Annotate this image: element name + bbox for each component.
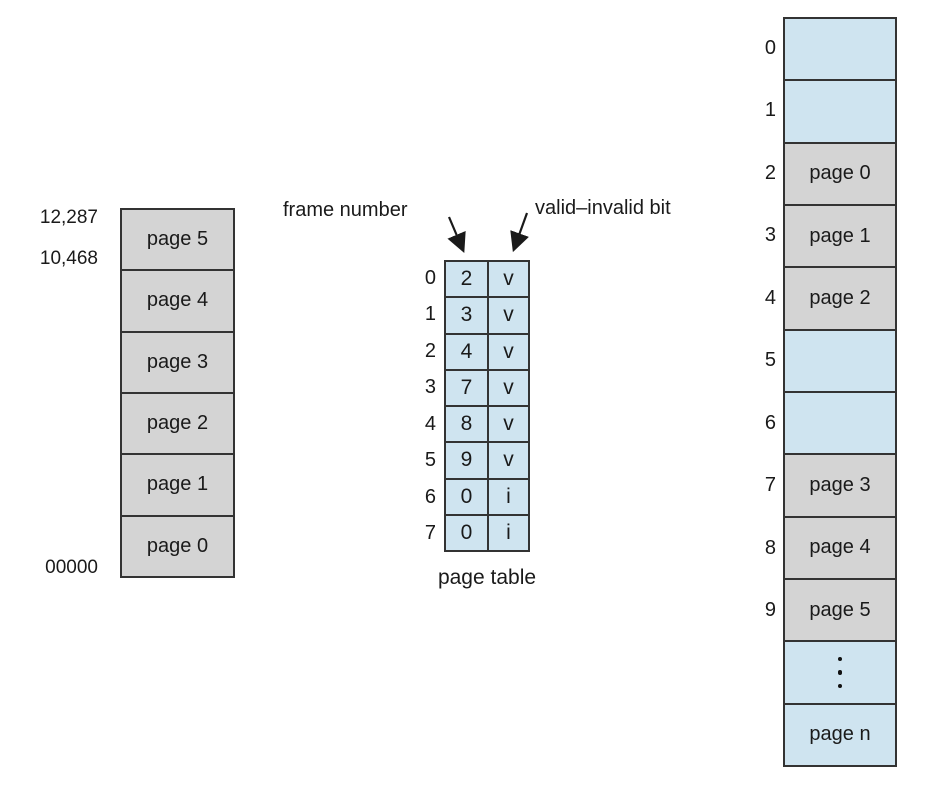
- valid-bit-cell: v: [487, 370, 528, 405]
- physical-frame-cell: page 0: [785, 141, 895, 204]
- page-table-row: 8 v: [446, 405, 528, 442]
- physical-frame-cell: [785, 19, 895, 80]
- physical-memory-column: page 0 page 1 page 2 page 3 page 4 page …: [783, 17, 897, 767]
- valid-invalid-bit-label: valid–invalid bit: [535, 197, 671, 219]
- frame-index: 6: [764, 411, 776, 434]
- page-table-row: 9 v: [446, 441, 528, 478]
- physical-frame-cell: page 4: [785, 515, 895, 578]
- page-table-index: 2: [424, 339, 436, 362]
- logical-page-cell: page 1: [122, 453, 233, 515]
- page-table-row: 3 v: [446, 296, 528, 333]
- logical-memory-column: page 5 page 4 page 3 page 2 page 1 page …: [120, 208, 235, 578]
- logical-page-cell: page 4: [122, 269, 233, 331]
- frame-index: 2: [764, 161, 776, 184]
- valid-bit-cell: i: [487, 479, 528, 514]
- physical-frame-cell: [785, 390, 895, 454]
- physical-frame-cell: [785, 79, 895, 142]
- valid-bit-cell: i: [487, 515, 528, 550]
- frame-number-cell: 4: [460, 339, 473, 363]
- frame-index: 5: [764, 349, 776, 372]
- physical-frame-cell: page 1: [785, 203, 895, 267]
- frame-index: 1: [764, 99, 776, 122]
- frame-index: 0: [764, 36, 776, 59]
- valid-bit-cell: v: [487, 298, 528, 333]
- page-table-index-labels: 0 1 2 3 4 5 6 7: [404, 260, 436, 552]
- physical-frame-cell-ellipsis: [785, 640, 895, 703]
- physical-frame-cell: [785, 328, 895, 391]
- frame-index: 3: [764, 224, 776, 247]
- frame-number-cell: 7: [460, 375, 473, 399]
- physical-frame-cell: page 2: [785, 266, 895, 329]
- address-label-second: 10,468: [39, 248, 98, 269]
- valid-bit-cell: v: [487, 334, 528, 369]
- frame-index: 8: [764, 536, 776, 559]
- frame-number-cell: 3: [460, 303, 473, 327]
- frame-number-cell: 8: [460, 412, 473, 436]
- frame-number-label: frame number: [283, 199, 408, 221]
- page-table-row: 2 v: [446, 262, 528, 297]
- physical-memory-index-labels: 0 1 2 3 4 5 6 7 8 9: [744, 17, 776, 767]
- logical-page-cell: page 0: [122, 514, 233, 576]
- frame-index: [744, 705, 776, 768]
- vertical-ellipsis-icon: [837, 656, 843, 689]
- physical-frame-cell: page 5: [785, 577, 895, 641]
- frame-number-arrow: [447, 216, 466, 254]
- page-table-row: 0 i: [446, 477, 528, 514]
- frame-number-cell: 0: [460, 520, 473, 544]
- valid-bit-cell: v: [487, 262, 528, 297]
- logical-page-cell: page 5: [122, 210, 233, 270]
- frame-number-cell: 2: [460, 267, 473, 291]
- frame-index: 7: [764, 474, 776, 497]
- page-table-caption: page table: [437, 566, 537, 589]
- page-table-row: 7 v: [446, 368, 528, 405]
- page-table-row: 4 v: [446, 332, 528, 369]
- page-table-row: 0 i: [446, 513, 528, 550]
- page-table-index: 3: [424, 376, 436, 399]
- frame-index: 9: [764, 599, 776, 622]
- physical-frame-cell: page n: [785, 702, 895, 765]
- frame-number-cell: 9: [460, 448, 473, 472]
- address-label-top: 12,287: [39, 207, 98, 228]
- address-label-bottom: 00000: [45, 557, 98, 578]
- logical-page-cell: page 3: [122, 330, 233, 392]
- valid-bit-cell: v: [487, 407, 528, 442]
- logical-page-cell: page 2: [122, 391, 233, 454]
- frame-number-cell: 0: [460, 484, 473, 508]
- page-table-index: 7: [424, 522, 436, 545]
- frame-index: [744, 642, 776, 705]
- valid-invalid-arrow: [510, 212, 529, 253]
- valid-bit-cell: v: [487, 443, 528, 478]
- page-table: 2 v 3 v 4 v 7 v 8 v 9 v 0 i 0 i: [444, 260, 530, 552]
- page-table-index: 0: [424, 266, 436, 289]
- page-table-index: 5: [424, 449, 436, 472]
- page-table-index: 6: [424, 485, 436, 508]
- physical-frame-cell: page 3: [785, 453, 895, 516]
- frame-index: 4: [764, 286, 776, 309]
- page-table-index: 4: [424, 412, 436, 435]
- page-table-index: 1: [424, 303, 436, 326]
